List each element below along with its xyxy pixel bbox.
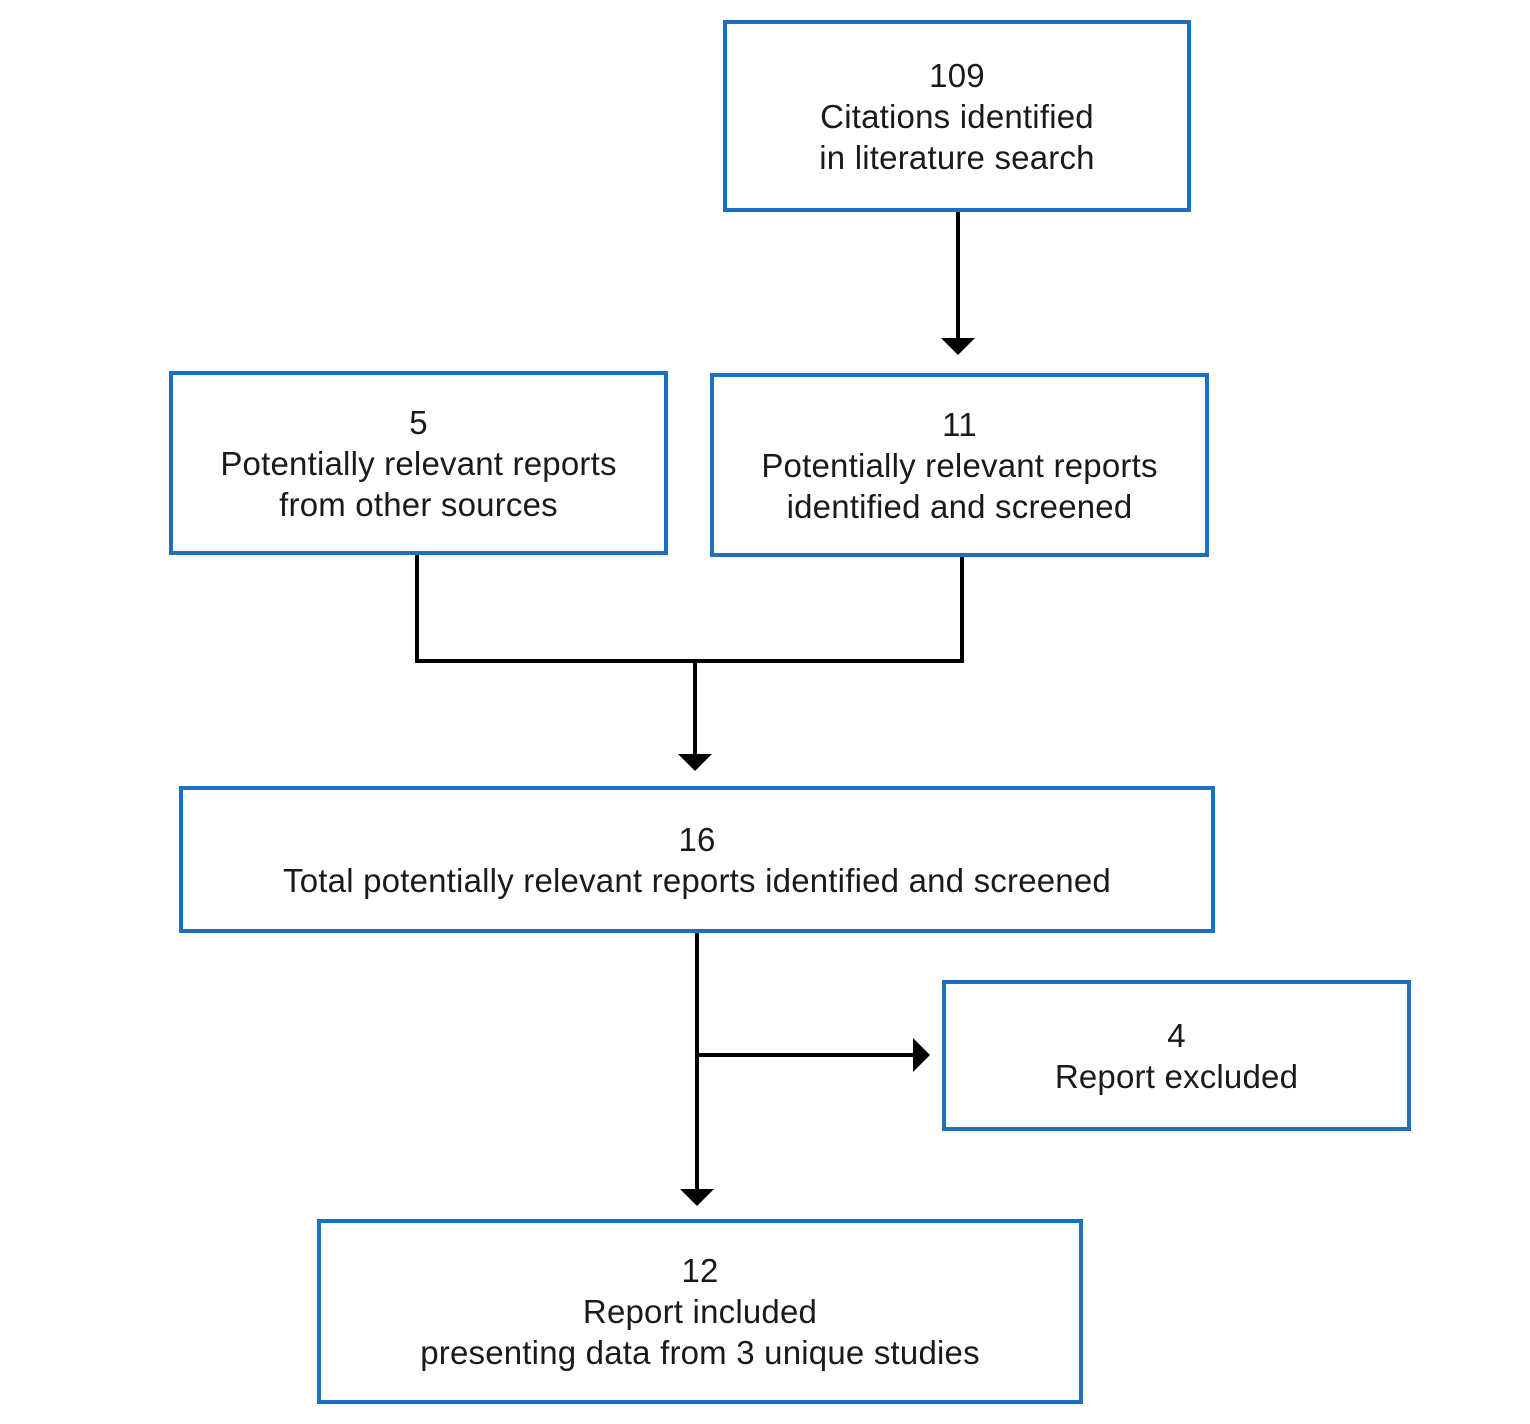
other-sources-count: 5 (409, 403, 428, 441)
total-box: 16 Total potentially relevant reports id… (179, 786, 1215, 933)
excluded-count: 4 (1167, 1016, 1186, 1054)
other-sources-label-line2: from other sources (279, 485, 558, 523)
arrowhead-to-total (678, 754, 712, 771)
excluded-label: Report excluded (1054, 1057, 1299, 1095)
screened-label-line1: Potentially relevant reports (761, 446, 1158, 484)
included-label-line1: Report included (582, 1293, 818, 1330)
other-sources-label-line1: Potentially relevant reports (220, 444, 617, 482)
screened-label-line2: identified and screened (786, 487, 1133, 525)
citations-label-line1: Citations identified (820, 97, 1094, 135)
screened-count: 11 (942, 405, 977, 443)
citations-count: 109 (929, 56, 985, 94)
included-box: 12 Report included presenting data from … (317, 1219, 1083, 1404)
citations-box: 109 Citations identified in literature s… (723, 20, 1191, 212)
total-count: 16 (678, 820, 716, 858)
total-label: Total potentially relevant reports ident… (283, 861, 1111, 899)
included-count: 12 (681, 1252, 719, 1289)
arrowhead-to-included (680, 1189, 714, 1206)
arrowhead-to-excluded (913, 1038, 930, 1072)
screened-box: 11 Potentially relevant reports identifi… (710, 373, 1209, 557)
included-label-line2: presenting data from 3 unique studies (420, 1334, 980, 1371)
citations-label-line2: in literature search (819, 138, 1095, 176)
other-sources-box: 5 Potentially relevant reports from othe… (169, 371, 668, 555)
excluded-box: 4 Report excluded (942, 980, 1411, 1131)
arrowhead-to-screened (941, 338, 975, 355)
